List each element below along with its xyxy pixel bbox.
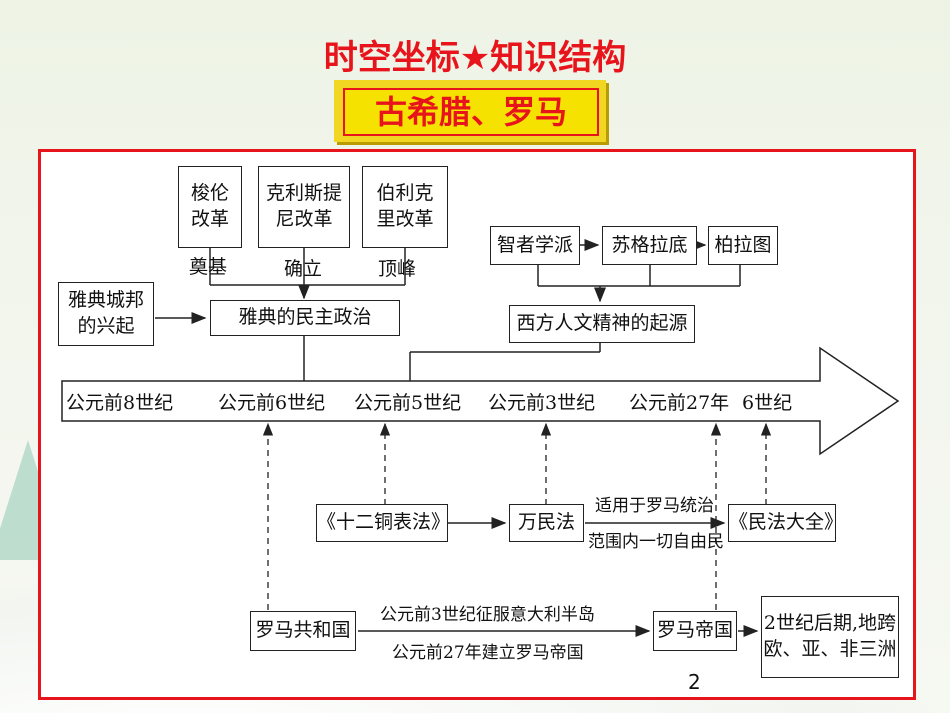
timeline-arrow — [61, 346, 900, 456]
label-foundation: 奠基 — [189, 256, 228, 278]
timeline-3rd-century-bc: 公元前3世纪 — [488, 392, 596, 414]
timeline-8th-century-bc: 公元前8世纪 — [66, 392, 174, 414]
box-three-continents: 2世纪后期,地跨 欧、亚、非三洲 — [761, 596, 899, 678]
box-sophists: 智者学派 — [490, 226, 580, 265]
timeline-6th-century: 6世纪 — [742, 392, 793, 414]
box-humanism-origin: 西方人文精神的起源 — [509, 305, 695, 343]
box-solon-reform: 梭伦 改革 — [178, 166, 242, 248]
box-corpus-juris: 《民法大全》 — [728, 504, 843, 542]
timeline-6th-century-bc: 公元前6世纪 — [218, 392, 326, 414]
timeline-27-bc: 公元前27年 — [629, 392, 730, 414]
box-roman-republic: 罗马共和国 — [250, 611, 356, 651]
box-pericles-reform: 伯利克 里改革 — [362, 166, 448, 248]
box-twelve-tables: 《十二铜表法》 — [316, 504, 450, 542]
page-title: 时空坐标★知识结构 — [323, 38, 627, 78]
page-number: 2 — [688, 670, 701, 694]
box-jus-gentium: 万民法 — [509, 504, 584, 542]
box-socrates: 苏格拉底 — [602, 226, 697, 265]
label-peak: 顶峰 — [378, 258, 417, 280]
timeline-5th-century-bc: 公元前5世纪 — [354, 392, 462, 414]
note-conquest-italy: 公元前3世纪征服意大利半岛 — [380, 605, 595, 625]
box-cleisthenes-reform: 克利斯提 尼改革 — [258, 166, 350, 248]
label-establish: 确立 — [284, 258, 323, 280]
box-roman-empire: 罗马帝国 — [653, 611, 737, 651]
note-all-freemen: 范围内一切自由民 — [588, 532, 724, 552]
box-athenian-democracy: 雅典的民主政治 — [210, 300, 400, 336]
subtitle-text: 古希腊、罗马 — [343, 88, 599, 136]
line-humanism-timeline — [410, 324, 510, 382]
note-empire-founded: 公元前27年建立罗马帝国 — [392, 643, 584, 663]
box-athens-rise: 雅典城邦 的兴起 — [58, 282, 154, 346]
subtitle-banner: 古希腊、罗马 — [334, 80, 606, 142]
note-applies-to-rule: 适用于罗马统治 — [595, 496, 714, 516]
box-plato: 柏拉图 — [708, 226, 778, 265]
